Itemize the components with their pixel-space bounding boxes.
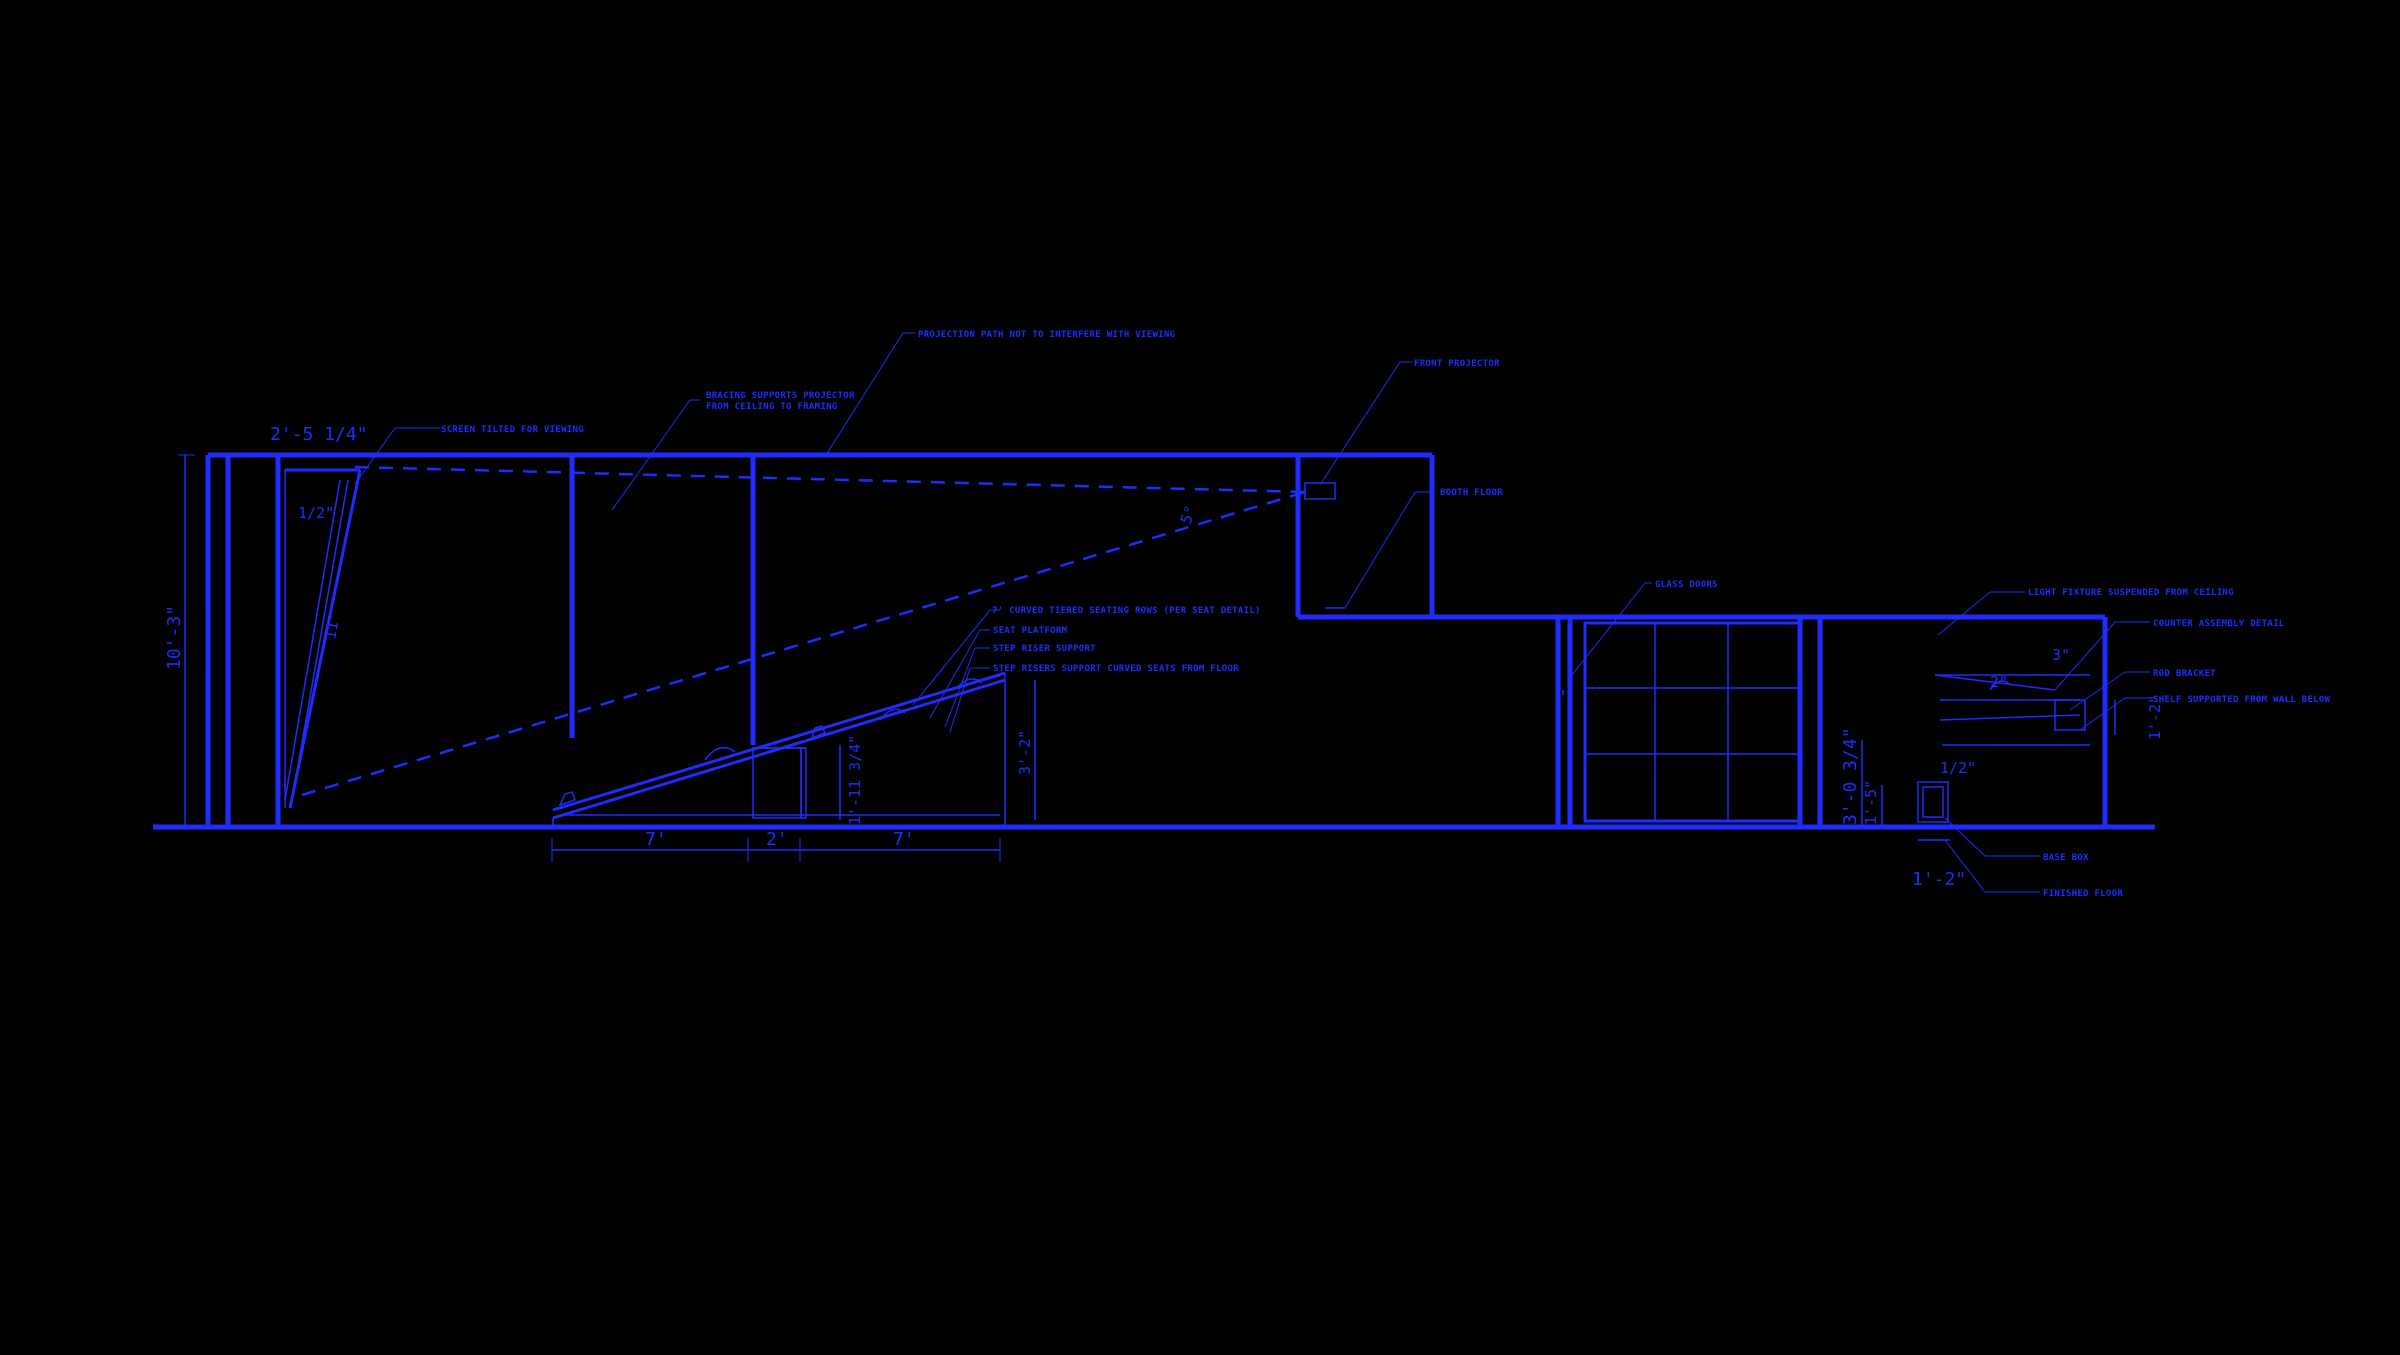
dim-box-w: 1'-2" bbox=[1912, 869, 1966, 890]
dim-wall-height: 10'-3" bbox=[164, 605, 185, 670]
projector-box bbox=[1304, 482, 1336, 500]
dim-shelf-w: 3" bbox=[2052, 646, 2070, 664]
dim-seg3: 7' bbox=[893, 829, 915, 850]
dim-shelf-gap: 1'-2" bbox=[2146, 695, 2164, 740]
dim-counter-h: 3'-0 3/4" bbox=[1840, 727, 1861, 825]
dim-riser-h2: 3'-2" bbox=[1016, 730, 1034, 775]
seating-risers bbox=[552, 671, 1006, 827]
label-riser-support: STEP RISER SUPPORT bbox=[993, 644, 1096, 654]
label-rod-bracket: ROD BRACKET bbox=[2153, 669, 2216, 679]
dim-small: 1/2" bbox=[1940, 759, 1976, 777]
projection-path-bottom bbox=[301, 490, 1306, 797]
dim-screen-height: 11' bbox=[321, 611, 343, 641]
label-counter-shelf: SHELF SUPPORTED FROM WALL BELOW bbox=[2153, 695, 2331, 705]
screen-assembly bbox=[284, 468, 362, 809]
projection-path-top bbox=[354, 465, 1306, 494]
leader-lines bbox=[354, 332, 2150, 893]
counter-detail bbox=[1917, 674, 2090, 823]
label-riser-note: STEP RISERS SUPPORT CURVED SEATS FROM FL… bbox=[993, 664, 1239, 674]
label-screen-tilt: SCREEN TILTED FOR VIEWING bbox=[441, 425, 584, 435]
dim-seg1: 7' bbox=[645, 829, 667, 850]
label-base-box: BASE BOX bbox=[2043, 853, 2089, 863]
dimension-lines bbox=[178, 454, 2116, 862]
label-finish-floor: FINISHED FLOOR bbox=[2043, 889, 2123, 899]
label-light-fixture: LIGHT FIXTURE SUSPENDED FROM CEILING bbox=[2028, 588, 2234, 598]
glass-doors bbox=[1555, 617, 1823, 827]
dim-riser-h1: 1'-11 3/4" bbox=[846, 735, 864, 825]
dim-proj-angle: 5° bbox=[1177, 503, 1200, 526]
label-projector: FRONT PROJECTOR bbox=[1414, 359, 1500, 369]
label-booth-floor: BOOTH FLOOR bbox=[1440, 488, 1503, 498]
auditorium-envelope bbox=[205, 452, 2108, 827]
dim-box-h: 1'-5" bbox=[1862, 780, 1880, 825]
label-counter-detail: COUNTER ASSEMBLY DETAIL bbox=[2153, 619, 2285, 629]
dim-seg2: 2' bbox=[766, 829, 788, 850]
dim-screen-width: 2'-5 1/4" bbox=[270, 424, 368, 445]
label-doors: GLASS DOORS bbox=[1655, 580, 1718, 590]
label-projection-path: PROJECTION PATH NOT TO INTERFERE WITH VI… bbox=[918, 330, 1175, 340]
dim-screen-offset: 1/2" bbox=[298, 504, 334, 522]
label-seat-platform: SEAT PLATFORM bbox=[993, 626, 1068, 636]
dim-shelf-angle: 2" bbox=[1990, 673, 2008, 691]
label-seat-row: 7' CURVED TIERED SEATING ROWS (PER SEAT … bbox=[992, 606, 1261, 616]
